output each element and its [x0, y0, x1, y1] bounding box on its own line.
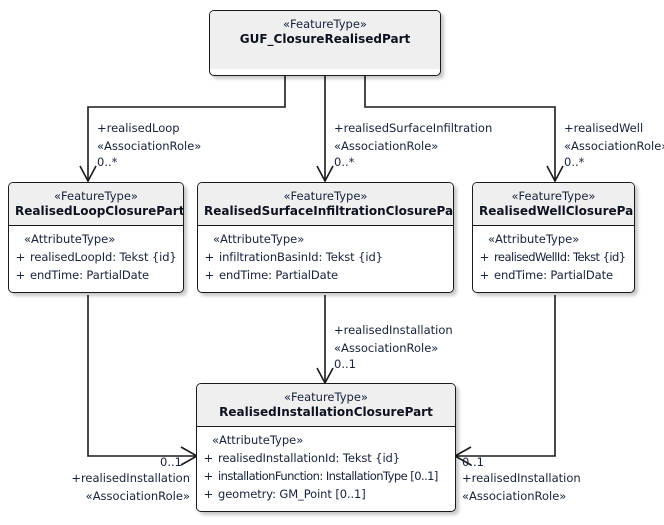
class-divider: [197, 426, 455, 428]
attribute-visibility: +: [479, 268, 490, 282]
association-label-realised-well: +realisedWell «AssociationRole»: [564, 120, 664, 156]
multiplicity-installation-left: 0..1: [160, 455, 182, 469]
attribute-text: installationFunction: InstallationType […: [218, 469, 438, 483]
class-name: RealisedLoopClosurePart: [15, 204, 184, 219]
association-stereotype: «AssociationRole»: [334, 340, 439, 355]
attribute-text: realisedInstallationId: Tekst {id}: [218, 451, 400, 466]
association-label-realised-loop: +realisedLoop «AssociationRole»: [97, 120, 201, 156]
association-stereotype: «AssociationRole»: [85, 488, 190, 503]
association-label-realised-installation-middle: +realisedInstallation «AssociationRole»: [334, 322, 453, 358]
class-stereotype: «FeatureType»: [283, 189, 368, 203]
attribute-text: endTime: PartialDate: [494, 268, 613, 282]
class-header-installation: «FeatureType» RealisedInstallationClosur…: [197, 384, 455, 427]
class-box-realised-surface-infiltration-closure-part[interactable]: «FeatureType» RealisedSurfaceInfiltratio…: [197, 182, 454, 293]
class-attributes-installation: «AttributeType» + realisedInstallationId…: [197, 427, 455, 510]
attribute-text: realisedLoopId: Tekst {id}: [30, 250, 177, 265]
association-label-realised-surface-infiltration: +realisedSurfaceInfiltration «Associatio…: [334, 120, 492, 156]
multiplicity-installation-right: 0..1: [462, 455, 484, 469]
class-box-realised-loop-closure-part[interactable]: «FeatureType» RealisedLoopClosurePart «A…: [8, 182, 184, 293]
attribute-visibility: +: [204, 250, 215, 265]
association-stereotype: «AssociationRole»: [97, 138, 202, 153]
attribute-row: + realisedLoopId: Tekst {id}: [11, 249, 181, 267]
class-box-realised-installation-closure-part[interactable]: «FeatureType» RealisedInstallationClosur…: [196, 383, 456, 512]
class-attributes-surface: «AttributeType» + infiltrationBasinId: T…: [198, 226, 453, 291]
attribute-stereotype: «AttributeType»: [24, 232, 116, 247]
attribute-row: + endTime: PartialDate: [475, 267, 632, 285]
attribute-row: + installationFunction: InstallationType…: [199, 468, 453, 486]
association-role: +realisedSurfaceInfiltration: [334, 121, 493, 135]
association-role: +realisedLoop: [97, 121, 180, 135]
multiplicity-loop: 0..*: [97, 155, 118, 169]
attribute-text: geometry: GM_Point [0..1]: [218, 486, 366, 501]
attribute-row: + infiltrationBasinId: Tekst {id}: [200, 249, 451, 267]
class-name: GUF_ClosureRealisedPart: [239, 32, 411, 47]
multiplicity-surface: 0..*: [334, 155, 355, 169]
attribute-visibility: +: [15, 268, 26, 282]
class-stereotype: «FeatureType»: [284, 390, 368, 404]
attribute-row: + endTime: PartialDate: [200, 267, 451, 285]
class-divider: [9, 225, 183, 227]
class-name: RealisedInstallationClosurePart: [219, 405, 433, 420]
class-name: RealisedWellClosurePart: [479, 204, 635, 219]
attribute-visibility: +: [15, 250, 26, 265]
attribute-row: + endTime: PartialDate: [11, 267, 181, 285]
attribute-visibility: +: [203, 451, 214, 466]
association-role: +realisedInstallation: [334, 323, 453, 337]
arrowhead-installation-top: [316, 367, 334, 385]
class-stereotype: «FeatureType»: [54, 189, 138, 203]
class-attributes-loop: «AttributeType» + realisedLoopId: Tekst …: [9, 226, 183, 291]
attribute-stereotype: «AttributeType»: [488, 232, 580, 247]
multiplicity-well: 0..*: [564, 155, 585, 169]
association-stereotype: «AssociationRole»: [334, 138, 439, 153]
class-box-guf-closure-realised-part[interactable]: «FeatureType» GUF_ClosureRealisedPart: [209, 10, 441, 76]
association-label-realised-installation-left: +realisedInstallation «AssociationRole»: [35, 470, 190, 506]
arrowhead-loop: [79, 165, 97, 183]
attribute-text: endTime: PartialDate: [30, 268, 149, 282]
association-role: +realisedWell: [564, 121, 644, 135]
association-stereotype: «AssociationRole»: [462, 488, 567, 503]
class-stereotype: «FeatureType»: [511, 189, 596, 203]
arrowhead-surface: [316, 165, 334, 183]
class-name: RealisedSurfaceInfiltrationClosurePart: [204, 204, 454, 219]
class-header-root: «FeatureType» GUF_ClosureRealisedPart: [210, 11, 440, 70]
association-role: +realisedInstallation: [462, 471, 581, 485]
attribute-visibility: +: [203, 469, 214, 483]
arrowhead-well: [546, 165, 564, 183]
class-divider: [473, 225, 634, 227]
class-header-loop: «FeatureType» RealisedLoopClosurePart: [9, 183, 184, 226]
multiplicity-installation-middle: 0..1: [334, 357, 356, 371]
attribute-stereotype: «AttributeType»: [212, 433, 304, 448]
attribute-text: endTime: PartialDate: [219, 268, 338, 282]
attribute-row: + geometry: GM_Point [0..1]: [199, 486, 453, 504]
class-box-realised-well-closure-part[interactable]: «FeatureType» RealisedWellClosurePart «A…: [472, 182, 635, 293]
arrowhead-installation-left: [180, 446, 199, 466]
class-attributes-well: «AttributeType» + realisedWellId: Tekst …: [473, 226, 634, 291]
connector-well-to-installation: [456, 295, 556, 457]
class-stereotype: «FeatureType»: [283, 17, 367, 31]
attribute-text: infiltrationBasinId: Tekst {id}: [219, 250, 383, 265]
class-header-well: «FeatureType» RealisedWellClosurePart: [473, 183, 635, 226]
association-label-realised-installation-right: +realisedInstallation «AssociationRole»: [462, 470, 581, 506]
association-stereotype: «AssociationRole»: [564, 138, 664, 153]
attribute-row: + realisedWellId: Tekst {id}: [475, 249, 632, 267]
connector-loop-to-installation: [87, 295, 196, 457]
attribute-stereotype: «AttributeType»: [213, 232, 305, 247]
association-role: +realisedInstallation: [71, 471, 190, 485]
class-header-surface: «FeatureType» RealisedSurfaceInfiltratio…: [198, 183, 454, 226]
attribute-row: + realisedInstallationId: Tekst {id}: [199, 450, 453, 468]
attribute-text: realisedWellId: Tekst {id}: [494, 250, 626, 265]
attribute-visibility: +: [479, 250, 490, 265]
class-divider: [198, 225, 453, 227]
attribute-visibility: +: [204, 268, 215, 282]
attribute-visibility: +: [203, 486, 214, 501]
